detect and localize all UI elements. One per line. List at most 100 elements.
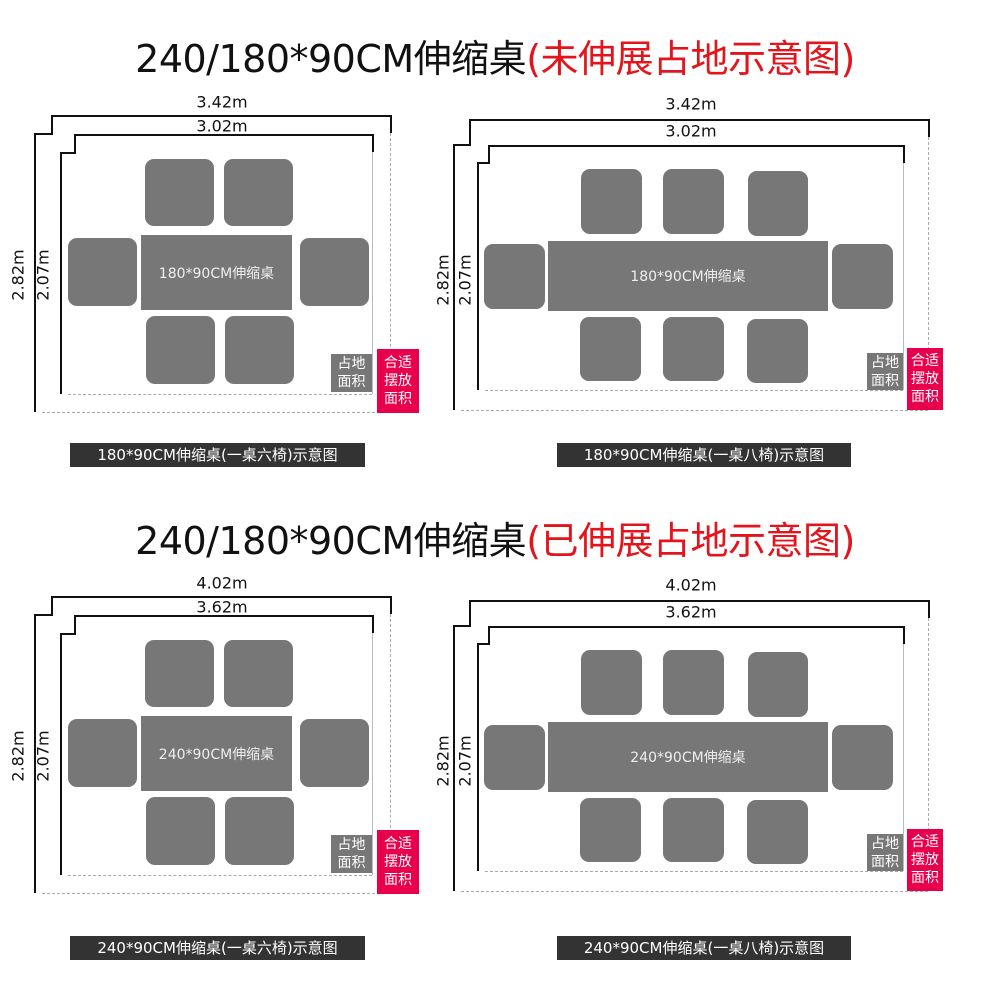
inner-frame-left: [477, 643, 479, 871]
chair: [224, 640, 293, 707]
floor-area-tag: 占地面积: [867, 834, 903, 871]
chair: [145, 640, 214, 707]
floor-area-tag: 占地面积: [331, 835, 372, 873]
tag-line: 合适: [911, 353, 939, 369]
outer-frame-right-dashed: [928, 618, 929, 891]
panel-caption: 180*90CM伸缩桌(一桌八椅)示意图: [557, 443, 851, 467]
chair: [581, 650, 642, 715]
chair: [832, 725, 893, 790]
inner-width-label: 3.02m: [196, 116, 248, 136]
outer-width-label: 3.42m: [665, 94, 717, 114]
section-title-extended: 240/180*90CM伸缩桌(已伸展占地示意图): [0, 510, 990, 565]
chair: [581, 169, 642, 234]
title-main: 240/180*90CM伸缩桌: [135, 37, 527, 81]
tag-line: 摆放: [911, 852, 939, 868]
tag-line: 占地: [337, 837, 366, 853]
chair: [300, 719, 369, 787]
fit-area-tag: 合适摆放面积: [377, 349, 419, 413]
outer-frame-right-dashed: [928, 137, 929, 410]
inner-frame-right-dashed: [903, 644, 904, 871]
chair: [748, 652, 808, 717]
tag-line: 摆放: [911, 371, 939, 387]
inner-frame-step: [488, 145, 490, 162]
panel-caption: 180*90CM伸缩桌(一桌六椅)示意图: [70, 443, 365, 467]
chair: [747, 319, 808, 383]
outer-frame-top: [469, 119, 928, 121]
chair: [225, 316, 294, 384]
outer-frame-step: [34, 133, 53, 135]
tag-line: 合适: [384, 355, 412, 371]
inner-frame-step: [74, 134, 76, 152]
inner-frame-left: [477, 162, 479, 390]
inner-frame-bottom: [68, 394, 372, 395]
chair: [748, 171, 808, 236]
inner-depth-label: 2.07m: [455, 254, 475, 306]
inner-frame-right: [372, 134, 374, 152]
tag-line: 面积: [337, 855, 366, 871]
outer-width-label: 3.42m: [196, 92, 248, 112]
outer-frame-right: [928, 600, 930, 618]
inner-frame-right-dashed: [372, 152, 373, 394]
chair: [146, 797, 215, 865]
chair: [832, 244, 893, 309]
inner-frame-step: [60, 633, 76, 635]
inner-frame-bottom: [485, 871, 903, 872]
floor-area-tag: 占地面积: [867, 353, 903, 390]
inner-frame-top: [74, 615, 372, 617]
chair: [484, 725, 545, 790]
dining-table: 180*90CM伸缩桌: [548, 241, 828, 311]
inner-frame-right: [372, 615, 374, 633]
inner-frame-bottom: [485, 390, 903, 391]
inner-frame-top: [488, 145, 903, 147]
tag-line: 面积: [384, 391, 412, 407]
outer-frame-left: [34, 614, 36, 893]
inner-frame-step: [60, 152, 76, 154]
tag-line: 面积: [871, 372, 899, 389]
chair: [300, 238, 369, 306]
inner-frame-left: [60, 633, 62, 875]
tag-line: 面积: [871, 853, 899, 870]
section-title-unextended: 240/180*90CM伸缩桌(未伸展占地示意图): [0, 28, 990, 83]
floor-area-tag: 占地面积: [331, 354, 372, 392]
chair: [580, 317, 641, 381]
outer-depth-label: 2.82m: [433, 254, 453, 306]
panel-caption: 240*90CM伸缩桌(一桌八椅)示意图: [557, 936, 851, 960]
outer-frame-right: [390, 596, 392, 614]
inner-frame-step: [74, 615, 76, 633]
outer-frame-step: [51, 115, 53, 133]
outer-width-label: 4.02m: [196, 573, 248, 593]
chair: [580, 798, 641, 862]
chair: [484, 244, 545, 309]
dining-table: 240*90CM伸缩桌: [141, 716, 292, 791]
inner-frame-top: [74, 134, 372, 136]
inner-frame-top: [488, 626, 903, 628]
tag-line: 面积: [384, 872, 412, 888]
inner-frame-left: [60, 152, 62, 394]
title-note: (已伸展占地示意图): [526, 519, 855, 563]
fit-area-tag: 合适摆放面积: [377, 830, 419, 894]
outer-frame-left: [453, 144, 455, 410]
inner-frame-step: [477, 643, 490, 645]
outer-frame-right-dashed: [390, 133, 391, 412]
outer-width-label: 4.02m: [665, 575, 717, 595]
title-main: 240/180*90CM伸缩桌: [135, 519, 527, 563]
chair: [68, 719, 137, 787]
title-note: (未伸展占地示意图): [526, 37, 855, 81]
outer-frame-right: [390, 115, 392, 133]
outer-frame-right: [928, 119, 930, 137]
outer-frame-left: [453, 625, 455, 891]
inner-width-label: 3.62m: [196, 597, 248, 617]
outer-frame-bottom: [42, 893, 390, 894]
outer-frame-step: [469, 600, 471, 625]
chair: [663, 169, 724, 234]
outer-frame-left: [34, 133, 36, 412]
chair: [224, 159, 293, 226]
inner-frame-bottom: [68, 875, 372, 876]
chair: [663, 317, 724, 381]
dining-table: 240*90CM伸缩桌: [548, 722, 828, 792]
outer-frame-step: [453, 625, 471, 627]
chair: [146, 316, 215, 384]
inner-depth-label: 2.07m: [455, 735, 475, 787]
